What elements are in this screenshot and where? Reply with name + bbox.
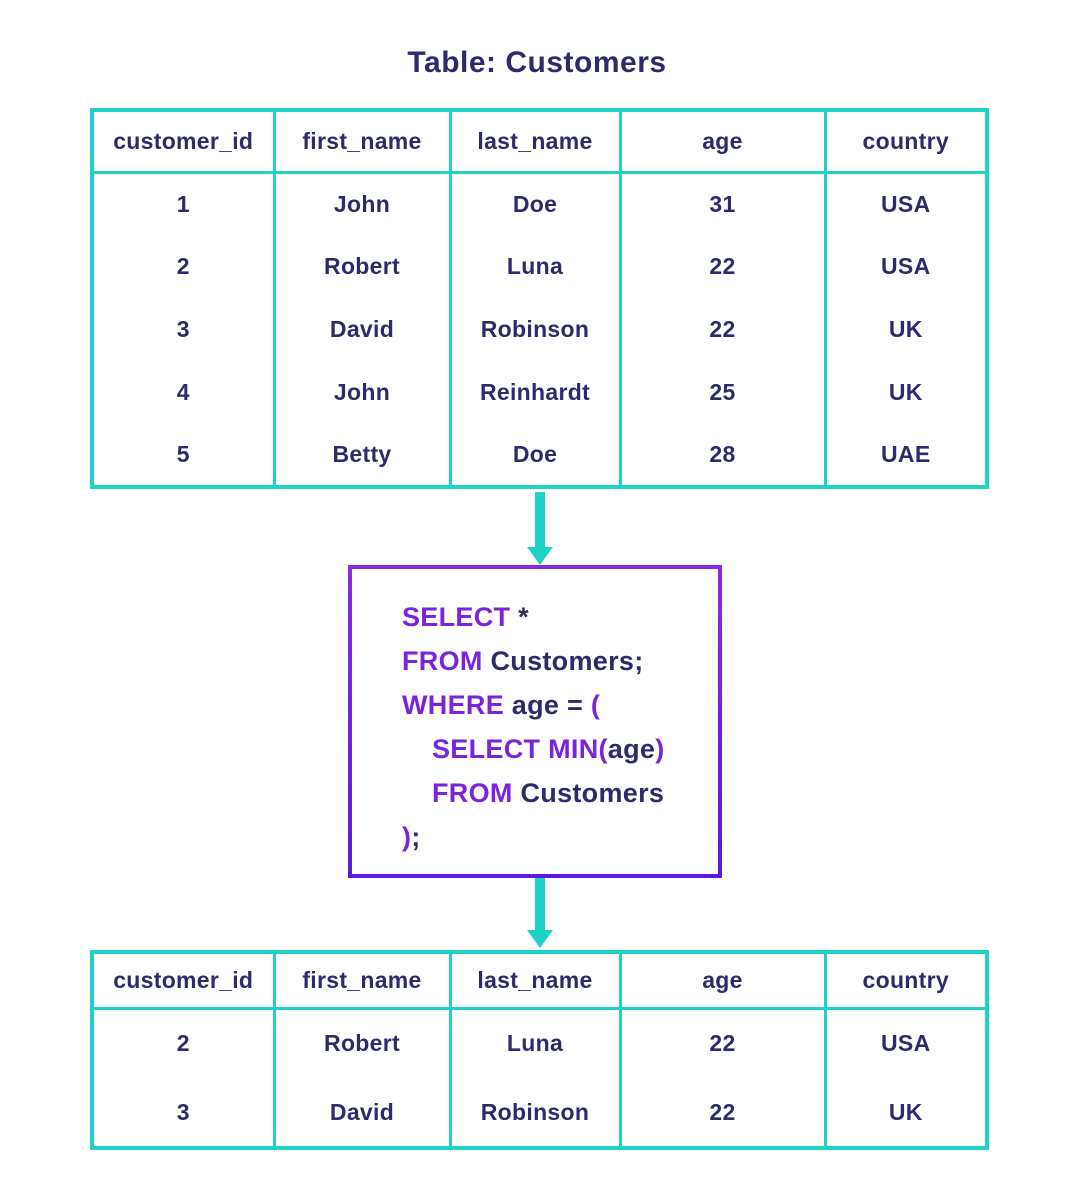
sql-text: Customers bbox=[512, 778, 665, 808]
table-cell: Betty bbox=[272, 424, 450, 487]
table-cell: USA bbox=[823, 1008, 987, 1078]
table-cell: Robert bbox=[272, 235, 450, 298]
table-cell: UK bbox=[823, 298, 987, 361]
source-table: customer_id first_name last_name age cou… bbox=[90, 108, 989, 489]
table-cell: 31 bbox=[618, 172, 825, 235]
table-cell: John bbox=[272, 172, 450, 235]
table-cell: David bbox=[272, 298, 450, 361]
table-cell: 22 bbox=[618, 1078, 825, 1148]
down-arrow-icon bbox=[527, 878, 553, 948]
sql-line: ); bbox=[402, 815, 718, 859]
table-row: 3 David Robinson 22 UK bbox=[92, 298, 987, 361]
table-cell: David bbox=[272, 1078, 450, 1148]
result-table-header-row: customer_id first_name last_name age cou… bbox=[92, 952, 987, 1010]
table-row: 1 John Doe 31 USA bbox=[92, 172, 987, 235]
table-cell: 22 bbox=[618, 1008, 825, 1078]
column-header: last_name bbox=[448, 110, 620, 174]
column-header: first_name bbox=[272, 952, 450, 1010]
table-cell: 2 bbox=[176, 253, 190, 279]
sql-text: ; bbox=[411, 822, 421, 852]
table-cell: UAE bbox=[823, 424, 987, 487]
column-header: age bbox=[618, 952, 825, 1010]
column-header: first_name bbox=[272, 110, 450, 174]
table-row: 4 John Reinhardt 25 UK bbox=[92, 361, 987, 424]
sql-line: SELECT * bbox=[402, 595, 718, 639]
table-cell: Luna bbox=[448, 235, 620, 298]
table-cell: 22 bbox=[618, 298, 825, 361]
column-header: customer_id bbox=[92, 110, 274, 174]
table-cell: Robinson bbox=[448, 1078, 620, 1148]
arrow-stem bbox=[535, 878, 545, 930]
table-cell: 22 bbox=[618, 235, 825, 298]
table-cell: 2 bbox=[176, 1030, 190, 1057]
sql-text: Customers; bbox=[482, 646, 644, 676]
table-cell: USA bbox=[823, 235, 987, 298]
sql-keyword: FROM bbox=[432, 778, 513, 808]
sql-text: age bbox=[607, 734, 656, 764]
arrow-head bbox=[527, 547, 553, 565]
column-header: age bbox=[618, 110, 825, 174]
table-cell: 1 bbox=[176, 190, 190, 217]
column-header: country bbox=[823, 110, 987, 174]
table-cell: 3 bbox=[176, 1098, 190, 1125]
column-header: country bbox=[823, 952, 987, 1010]
table-row: 5 Betty Doe 28 UAE bbox=[92, 424, 987, 487]
sql-keyword: WHERE bbox=[402, 690, 504, 720]
sql-line: SELECT MIN(age) bbox=[402, 727, 718, 771]
table-cell: John bbox=[272, 361, 450, 424]
sql-text: age = bbox=[504, 690, 591, 720]
table-row: 3 David Robinson 22 UK bbox=[92, 1078, 987, 1148]
table-cell: Robert bbox=[272, 1008, 450, 1078]
arrow-head bbox=[527, 930, 553, 948]
sql-keyword: ) bbox=[402, 822, 412, 852]
result-table: customer_id first_name last_name age cou… bbox=[90, 950, 989, 1150]
sql-keyword: ( bbox=[590, 690, 601, 720]
sql-line: WHERE age = ( bbox=[402, 683, 718, 727]
column-header: last_name bbox=[448, 952, 620, 1010]
down-arrow-icon bbox=[527, 492, 553, 565]
table-cell: 25 bbox=[618, 361, 825, 424]
table-cell: UK bbox=[823, 361, 987, 424]
table-cell: Reinhardt bbox=[448, 361, 620, 424]
arrow-stem bbox=[535, 492, 545, 547]
column-header: customer_id bbox=[92, 952, 274, 1010]
table-cell: 28 bbox=[618, 424, 825, 487]
page-title: Table: Customers bbox=[407, 46, 667, 79]
sql-keyword: ) bbox=[655, 734, 665, 764]
table-row: 2 Robert Luna 22 USA bbox=[92, 1008, 987, 1078]
table-cell: Doe bbox=[448, 424, 620, 487]
table-row: 2 Robert Luna 22 USA bbox=[92, 235, 987, 298]
table-cell: UK bbox=[823, 1078, 987, 1148]
sql-keyword: SELECT bbox=[402, 602, 511, 632]
sql-keyword: FROM bbox=[402, 646, 483, 676]
table-cell: USA bbox=[823, 172, 987, 235]
table-cell: 5 bbox=[176, 441, 190, 467]
table-cell: Luna bbox=[448, 1008, 620, 1078]
sql-line: FROM Customers; bbox=[402, 639, 718, 683]
table-cell: Robinson bbox=[448, 298, 620, 361]
sql-text: * bbox=[510, 602, 529, 632]
sql-keyword: SELECT MIN( bbox=[432, 734, 608, 764]
table-cell: Doe bbox=[448, 172, 620, 235]
sql-line: FROM Customers bbox=[402, 771, 718, 815]
source-table-header-row: customer_id first_name last_name age cou… bbox=[92, 110, 987, 174]
table-cell: 3 bbox=[176, 316, 190, 342]
table-cell: 4 bbox=[176, 379, 190, 405]
sql-query-box: SELECT * FROM Customers; WHERE age = ( S… bbox=[348, 565, 722, 878]
